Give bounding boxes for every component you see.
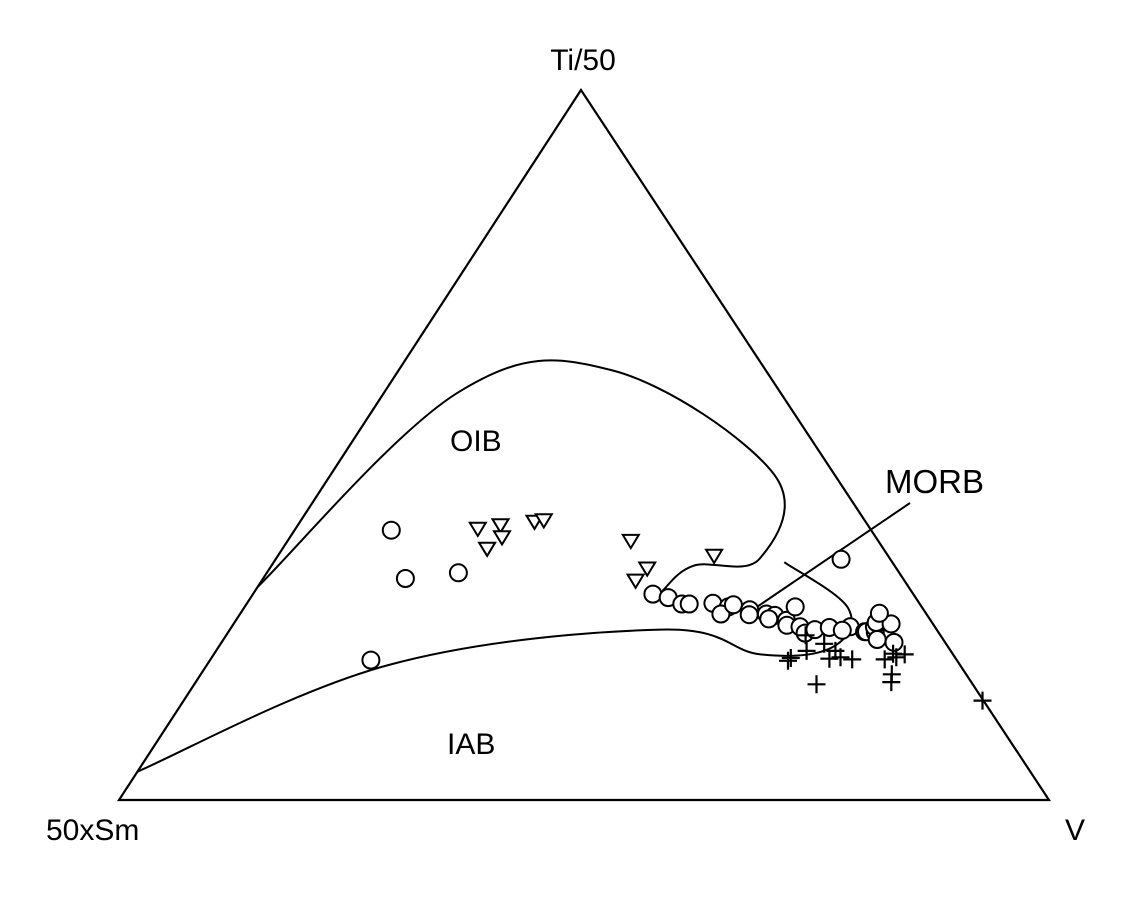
data-point-plus xyxy=(895,645,914,664)
data-point-plus xyxy=(807,675,826,694)
data-point-circle xyxy=(867,630,887,649)
data-point-triangle xyxy=(492,530,512,547)
data-point-plus xyxy=(797,641,816,660)
data-point-triangle xyxy=(468,521,488,538)
apex-label-right: V xyxy=(1065,814,1085,847)
field-boundary-upper xyxy=(256,359,786,592)
data-point-circle xyxy=(831,549,851,569)
data-point-triangle xyxy=(704,548,724,565)
data-point-plus xyxy=(973,691,992,710)
data-point-triangle xyxy=(477,541,497,558)
data-points xyxy=(361,513,992,710)
data-point-plus xyxy=(831,648,850,667)
data-point-circle xyxy=(832,620,852,640)
data-point-circle xyxy=(361,650,381,670)
data-point-plus xyxy=(820,649,839,668)
field-label-oib: OIB xyxy=(450,425,502,458)
data-point-circle xyxy=(711,604,731,624)
data-point-triangle xyxy=(534,513,554,530)
data-point-plus xyxy=(815,634,834,653)
data-point-plus xyxy=(882,665,901,684)
data-point-plus xyxy=(875,650,894,669)
data-point-circle xyxy=(395,569,415,588)
data-point-plus xyxy=(796,626,815,645)
data-point-circle xyxy=(869,603,889,623)
apex-label-top: Ti/50 xyxy=(550,44,616,77)
data-point-plus xyxy=(843,650,862,669)
data-point-plus xyxy=(781,649,800,667)
data-point-circle xyxy=(448,563,468,583)
data-point-triangle xyxy=(637,561,657,578)
data-point-circle xyxy=(643,584,663,604)
data-point-triangle xyxy=(621,533,641,551)
data-point-plus xyxy=(887,648,906,667)
data-point-triangle xyxy=(625,573,646,590)
apex-label-left: 50xSm xyxy=(46,814,139,847)
data-point-circle xyxy=(785,597,805,617)
data-point-circle xyxy=(381,520,401,540)
data-point-triangle xyxy=(490,518,511,535)
field-label-morb: MORB xyxy=(885,463,984,500)
data-point-circle xyxy=(679,594,699,614)
data-point-circle xyxy=(881,614,901,634)
field-label-iab: IAB xyxy=(447,728,495,761)
data-point-circle xyxy=(759,609,779,629)
data-point-circle xyxy=(723,595,743,615)
morb-leader-line xyxy=(747,502,911,614)
data-point-circle xyxy=(739,605,759,625)
discrimination-fields xyxy=(137,359,853,773)
data-point-plus xyxy=(779,651,797,670)
ternary-outline xyxy=(116,87,1052,802)
